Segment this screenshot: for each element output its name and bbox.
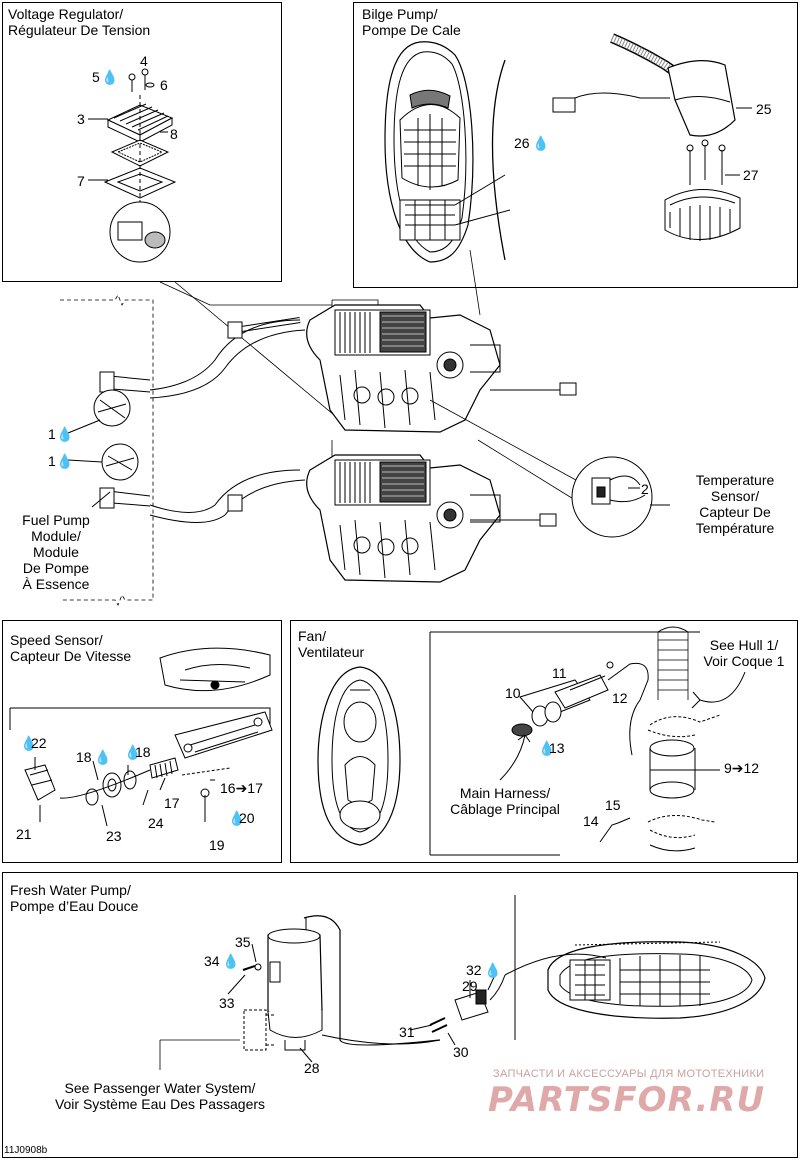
part-number: 20 <box>239 810 255 826</box>
see-hull-label: See Hull 1/ Voir Coque 1 <box>703 637 785 669</box>
part-number: 13 <box>549 740 565 756</box>
water-drop-icon: 💧 <box>532 135 550 151</box>
water-drop-icon: 💧 <box>56 426 74 442</box>
water-drop-icon: 💧 <box>228 810 246 826</box>
part-number: 19 <box>209 837 225 853</box>
fuel-pump-drawing <box>67 371 151 509</box>
part-number: 12 <box>612 690 628 706</box>
part-number: 18 <box>76 749 92 765</box>
main-harness-label: Main Harness/ Câblage Principal <box>450 785 560 817</box>
part-number: 32 <box>466 962 482 978</box>
part-number: 27 <box>743 167 759 183</box>
part-number: 4 <box>140 53 148 69</box>
water-drop-icon: 💧 <box>101 69 119 85</box>
part-number: 2 <box>641 481 649 497</box>
bilge-pump-title: Bilge Pump/ Pompe De Cale <box>362 6 461 38</box>
part-number: 8 <box>170 126 178 142</box>
part-number: 33 <box>219 995 235 1011</box>
part-number: 15 <box>605 797 621 813</box>
part-number: 34 <box>204 953 220 969</box>
water-drop-icon: 💧 <box>484 962 502 978</box>
temperature-sensor-drawing <box>429 399 670 538</box>
voltage-regulator-title: Voltage Regulator/ Régulateur De Tension <box>8 6 151 38</box>
water-drop-icon: 💧 <box>94 749 112 765</box>
watermark-logo: PARTSFOR.RU <box>488 1080 766 1120</box>
part-number: 7 <box>77 173 85 189</box>
water-drop-icon: 💧 <box>124 744 142 760</box>
part-number: 28 <box>304 1060 320 1076</box>
fuel-pump-module-label: Fuel Pump Module/ Module De Pompe À Esse… <box>22 512 90 592</box>
part-number: 17 <box>164 795 180 811</box>
water-drop-icon: 💧 <box>56 453 74 469</box>
part-number: 16➔17 <box>220 780 263 796</box>
water-drop-icon: 💧 <box>20 735 38 751</box>
part-number: 22 <box>31 735 47 751</box>
part-number: 30 <box>453 1044 469 1060</box>
part-number: 25 <box>756 101 772 117</box>
part-number: 5 <box>92 69 100 85</box>
watermark-tagline: ЗАПЧАСТИ И АКСЕССУАРЫ ДЛЯ МОТОТЕХНИКИ <box>493 1068 765 1080</box>
part-number: 31 <box>399 1024 415 1040</box>
part-number: 1 <box>48 426 56 442</box>
passenger-water-label: See Passenger Water System/ Voir Système… <box>54 1080 266 1112</box>
part-number: 29 <box>462 978 478 994</box>
fan-drawing <box>317 626 746 856</box>
part-number: 1 <box>48 453 56 469</box>
part-number: 14 <box>583 813 599 829</box>
part-number: 18 <box>135 744 151 760</box>
engine-top-drawing <box>149 304 577 433</box>
fresh-water-pump-drawing <box>159 895 766 1070</box>
voltage-regulator-drawing <box>88 68 177 263</box>
part-number: 24 <box>148 815 164 831</box>
part-number: 11 <box>552 665 567 681</box>
part-number: 9➔12 <box>724 760 760 776</box>
part-number: 6 <box>160 77 168 93</box>
water-drop-icon: 💧 <box>222 953 240 969</box>
part-number: 26 <box>514 135 530 151</box>
part-number: 35 <box>235 934 251 950</box>
fan-title: Fan/ Ventilateur <box>298 628 365 660</box>
temperature-sensor-label: Temperature Sensor/ Capteur De Températu… <box>695 472 775 536</box>
drawing-code: 11J0908b <box>4 1145 48 1156</box>
part-number: 23 <box>106 828 122 844</box>
speed-sensor-drawing <box>9 647 273 827</box>
water-drop-icon: 💧 <box>538 740 556 756</box>
part-number: 3 <box>77 111 85 127</box>
part-number: 21 <box>16 826 32 842</box>
fresh-water-pump-title: Fresh Water Pump/ Pompe d’Eau Douce <box>10 882 139 914</box>
engine-bottom-drawing <box>149 454 557 583</box>
speed-sensor-title: Speed Sensor/ Capteur De Vitesse <box>10 632 132 664</box>
bilge-pump-drawing <box>384 33 752 263</box>
part-number: 10 <box>505 685 521 701</box>
